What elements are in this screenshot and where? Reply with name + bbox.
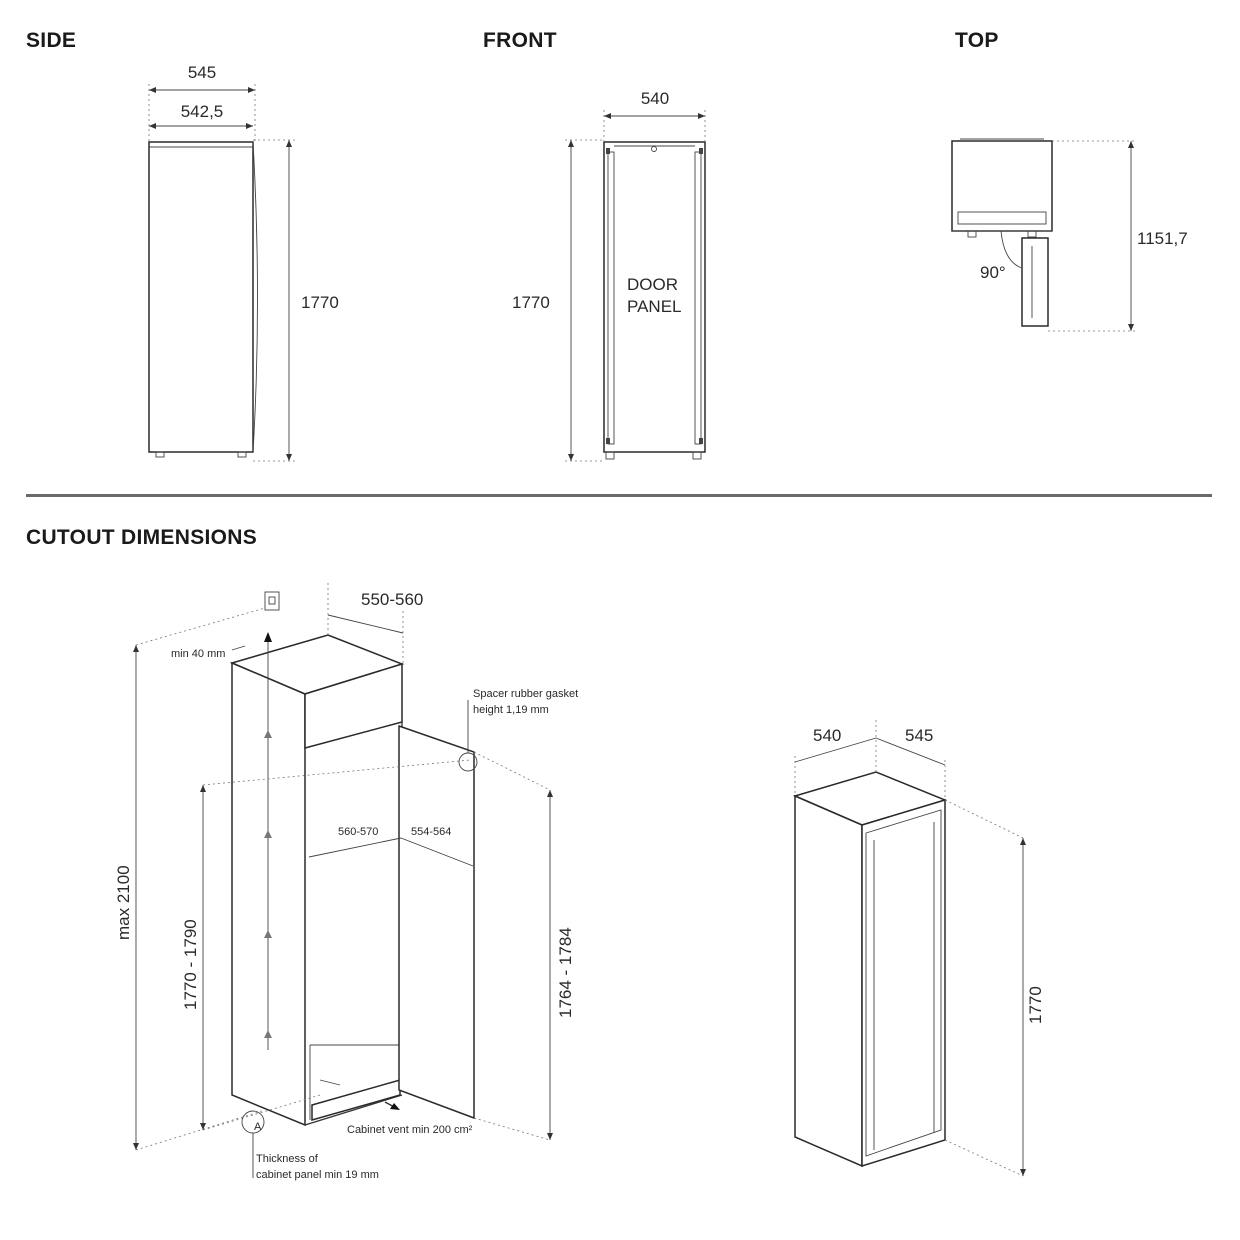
cutout-vent-grille (311, 1079, 401, 1121)
vent-arrow-icon (390, 1103, 400, 1110)
iso-depth-label: 545 (905, 726, 933, 745)
front-foot-right (692, 451, 702, 460)
heading-cutout-dimensions: CUTOUT DIMENSIONS (26, 526, 258, 549)
wall-socket-icon (264, 591, 280, 611)
door-swing-arc (1000, 230, 1023, 269)
top-view-open-door (1021, 237, 1049, 327)
side-view-body (148, 141, 254, 453)
heading-top: TOP (955, 29, 999, 52)
cutout-inner-depth-line (400, 837, 474, 867)
front-view: DOOR PANEL 540 1770 (512, 89, 706, 462)
iso-width-label: 540 (813, 726, 841, 745)
cutout-inner-width-label: 560-570 (338, 826, 378, 838)
thickness-note-line2: cabinet panel min 19 mm (256, 1169, 379, 1181)
cutout-view: 560-570 554-564 max 2100 min 40 mm 550-5… (114, 583, 578, 1181)
cutout-depth-label: 550-560 (361, 590, 423, 609)
front-view-body (603, 141, 706, 453)
top-view: 90° 1151,7 (951, 138, 1188, 332)
front-right-hinge-rail (694, 151, 702, 445)
heading-side: SIDE (26, 29, 77, 52)
thickness-note-line1: Thickness of (256, 1153, 319, 1165)
front-left-hinge-rail (607, 151, 615, 445)
gasket-note-line2: height 1,19 mm (473, 704, 549, 716)
iso-view: 540 545 1770 (792, 720, 1045, 1177)
iso-depth-line (875, 737, 946, 766)
side-height-label: 1770 (301, 293, 339, 312)
side-outer-width-label: 545 (188, 63, 216, 82)
side-inner-width-label: 542,5 (181, 102, 224, 121)
side-foot-rear (237, 451, 247, 458)
top-depth-label: 1151,7 (1137, 229, 1188, 248)
front-height-label: 1770 (512, 293, 550, 312)
install-arrow-icon (264, 632, 272, 642)
iso-side-face (794, 794, 863, 1168)
gasket-note-line1: Spacer rubber gasket (473, 688, 578, 700)
thickness-marker-label: A (254, 1121, 262, 1133)
front-foot-left (605, 451, 615, 460)
cutout-max-height-label: max 2100 (114, 865, 133, 940)
cutout-depth-line (327, 614, 404, 634)
top-view-door-strip (957, 211, 1047, 225)
cutout-open-door (398, 724, 475, 1120)
door-panel-label-line2: PANEL (627, 297, 682, 316)
iso-height-label: 1770 (1026, 986, 1045, 1024)
heading-front: FRONT (483, 29, 557, 52)
section-divider (26, 494, 1212, 497)
top-view-body (951, 140, 1053, 232)
cutout-door-height-label: 1764 - 1784 (556, 927, 575, 1018)
cutout-height-label: 1770 - 1790 (181, 919, 200, 1010)
cutout-min-gap-label: min 40 mm (171, 648, 225, 660)
side-view: 545 542,5 1770 (148, 63, 339, 462)
vent-note: Cabinet vent min 200 cm² (347, 1124, 473, 1136)
iso-width-line (794, 737, 877, 763)
door-angle-label: 90° (980, 263, 1006, 282)
side-foot-front (155, 451, 165, 458)
cutout-inner-depth-label: 554-564 (411, 826, 451, 838)
door-panel-label-line1: DOOR (627, 275, 678, 294)
cutout-inner-width-line (308, 837, 402, 858)
front-width-label: 540 (641, 89, 669, 108)
